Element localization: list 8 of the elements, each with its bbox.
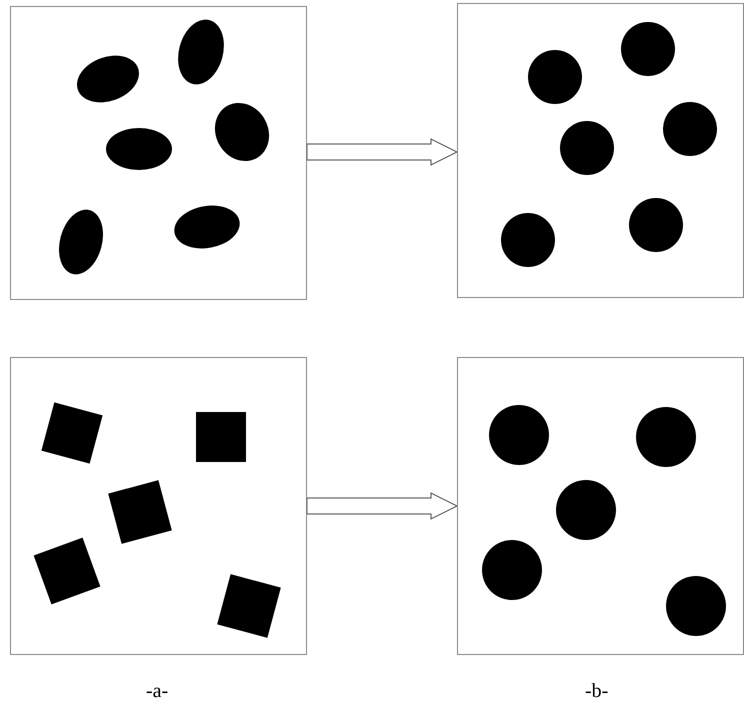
picture-panel [10,357,307,655]
hollow-arrow [306,492,458,520]
panel-caption: -a- [146,680,168,703]
hollow-arrow [306,138,458,166]
picture-panel [10,6,307,300]
picture-panel [457,357,744,655]
picture-panel [457,3,744,298]
panel-caption: -b- [585,680,608,703]
